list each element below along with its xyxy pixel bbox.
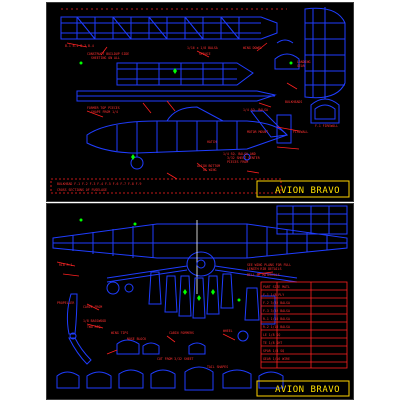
svg-text:OF WING: OF WING [203,168,217,172]
svg-text:1/8 BASSWOOD: 1/8 BASSWOOD [83,319,106,323]
propeller-drawing [66,293,92,365]
svg-text:F-1 1/8 PLY: F-1 1/8 PLY [263,293,284,297]
annotation-text-bottom: SEE WING PLANS FOR FULL LENGTH RIB DETAI… [57,263,291,369]
svg-text:SHAPE FROM 1/4: SHAPE FROM 1/4 [91,110,118,114]
sheet-title-bottom: AVION BRAVO [275,385,340,395]
annotation-leaders [50,8,300,194]
svg-text:1/16 x 1/8 BALSA: 1/16 x 1/8 BALSA [187,46,218,50]
svg-text:R-1 1/16 BALSA: R-1 1/16 BALSA [263,317,290,321]
annotation-leaders-bottom [56,261,274,355]
svg-text:WING DOWEL: WING DOWEL [243,46,262,50]
svg-text:WHEEL: WHEEL [223,329,233,333]
svg-text:GEAR 1/16 WIRE: GEAR 1/16 WIRE [263,357,290,361]
svg-text:WING TIPS: WING TIPS [111,331,128,335]
front-view [106,220,298,294]
svg-text:BULKHEADS: BULKHEADS [285,100,302,104]
svg-text:BULKHEAD F-1 F-2 F-3 F-4 F-5 F: BULKHEAD F-1 F-2 F-3 F-4 F-5 F-6 F-7 F-8… [57,182,142,186]
title-block-top [256,180,350,198]
svg-text:SHEETING ON ALL: SHEETING ON ALL [91,56,120,60]
svg-text:LE 1/8 SQ: LE 1/8 SQ [263,333,280,337]
svg-text:F-1 FIREWALL: F-1 FIREWALL [315,124,338,128]
svg-text:LANDING: LANDING [297,60,311,64]
plan-sheet-top: B-1 B-2 B-3 B-4 CONSTRUCT BUILDUP SIDE S… [46,2,354,202]
svg-text:TE 1/8 SHT: TE 1/8 SHT [263,341,282,345]
svg-text:SEE WING PLANS FOR FULL: SEE WING PLANS FOR FULL [247,263,291,267]
title-block-bottom [256,380,350,397]
cg-markers-bottom [79,218,241,302]
fuselage-side-view [60,16,278,40]
svg-text:SPAR 1/8 SQ: SPAR 1/8 SQ [263,349,284,353]
svg-text:CONSTRUCT BUILDUP SIDE: CONSTRUCT BUILDUP SIDE [87,52,129,56]
svg-text:R-2 1/16 BALSA: R-2 1/16 BALSA [263,325,290,329]
plan-drawing-bottom: SEE WING PLANS FOR FULL LENGTH RIB DETAI… [52,205,350,397]
fin-rudder [304,7,346,99]
svg-text:FIREWALL: FIREWALL [293,130,308,134]
svg-text:F-3 3/32 BALSA: F-3 3/32 BALSA [263,309,290,313]
svg-text:TAIL SHAPES: TAIL SHAPES [207,365,228,369]
svg-text:CARVE FROM: CARVE FROM [83,305,102,309]
annotation-text: B-1 B-2 B-3 B-4 CONSTRUCT BUILDUP SIDE S… [57,44,338,192]
svg-text:F-2 3/32 BALSA: F-2 3/32 BALSA [263,301,290,305]
svg-text:CABIN FORMERS: CABIN FORMERS [169,331,194,335]
svg-text:PIECES FROM: PIECES FROM [227,160,248,164]
cg-markers [79,61,293,160]
bulkhead-parts [274,39,340,124]
svg-text:GEAR: GEAR [297,64,305,68]
svg-text:PROPELLER: PROPELLER [57,301,74,305]
svg-text:HATCH: HATCH [207,140,217,144]
wing-plan-view [52,223,348,259]
fuselage-top-view [116,62,254,86]
airplane-side-profile [86,106,292,170]
svg-text:1/4 SQ. BALSA: 1/4 SQ. BALSA [243,108,268,112]
plan-sheet-bottom: SEE WING PLANS FOR FULL LENGTH RIB DETAI… [46,203,354,400]
svg-text:ALIGN BOTTOM: ALIGN BOTTOM [197,164,220,168]
parts-list-table [260,281,348,369]
svg-text:RIB R-1: RIB R-1 [59,263,73,267]
svg-text:1/4 SQ. BALSA AND: 1/4 SQ. BALSA AND [223,152,256,156]
plan-drawing-top: B-1 B-2 B-3 B-4 CONSTRUCT BUILDUP SIDE S… [50,7,350,198]
stringer-strip [76,90,277,102]
svg-text:MOTOR MOUNT: MOTOR MOUNT [247,130,268,134]
svg-text:TWO REQ.: TWO REQ. [87,325,102,329]
svg-text:LENGTH RIB DETAILS: LENGTH RIB DETAILS [247,267,282,271]
sheet-title-top: AVION BRAVO [275,186,340,196]
svg-text:CUT FROM 3/32 SHEET: CUT FROM 3/32 SHEET [157,357,194,361]
formers [148,271,234,319]
svg-text:BILL OF MATERIALS: BILL OF MATERIALS [247,273,280,277]
svg-text:FORMER TOP PIECES: FORMER TOP PIECES [87,106,120,110]
svg-text:3/32 SHEET CENTER: 3/32 SHEET CENTER [227,156,260,160]
svg-text:B-1 B-2 B-3 B-4: B-1 B-2 B-3 B-4 [65,44,94,48]
wing-ribs-row [56,339,284,391]
svg-text:CROSS SECTIONS OF FUSELAGE: CROSS SECTIONS OF FUSELAGE [57,188,107,192]
svg-text:SPRUCE: SPRUCE [199,52,211,56]
svg-text:NOSE BLOCK: NOSE BLOCK [127,337,146,341]
stabilizer-plan [276,205,348,235]
svg-text:PART SIZE MATL: PART SIZE MATL [263,285,290,289]
